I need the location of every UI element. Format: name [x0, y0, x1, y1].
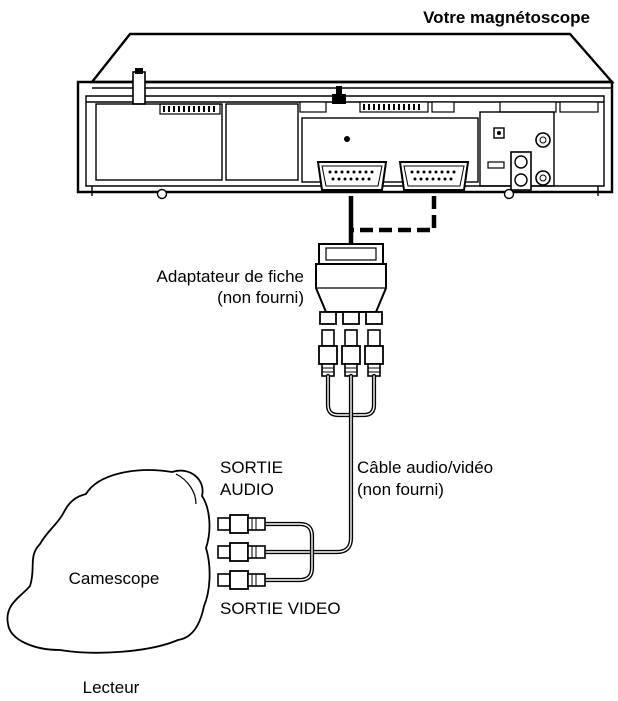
vcr-label: Votre magnétoscope [423, 8, 590, 27]
audio-video-cable [262, 373, 377, 583]
rca-plug-icon [341, 329, 361, 377]
rca-plug-icon [364, 329, 384, 377]
rca-plug-icon [318, 329, 338, 377]
rca-plug-icon [217, 514, 266, 534]
audio-out-label-line1: SORTIE [220, 458, 283, 477]
vcr-rear-panel-icon [76, 32, 615, 200]
scart-to-rca-adapter-icon [315, 243, 387, 325]
player-label: Lecteur [83, 678, 140, 697]
cable-label-line2: (non fourni) [357, 480, 444, 499]
dashed-connection-line [351, 196, 437, 233]
cable-label-line1: Câble audio/vidéo [357, 458, 493, 477]
scart-connector-icon [398, 161, 470, 191]
camcorder-outline-icon [6, 469, 211, 654]
scart-connector-icon [316, 161, 388, 191]
video-out-label: SORTIE VIDEO [220, 599, 341, 618]
camcorder-label: Camescope [69, 569, 160, 588]
audio-out-label-line2: AUDIO [220, 480, 274, 499]
adapter-label-line1: Adaptateur de fiche [157, 267, 304, 286]
rca-plug-icon [217, 570, 266, 590]
adapter-label-line2: (non fourni) [217, 288, 304, 307]
rca-plug-icon [217, 542, 266, 562]
